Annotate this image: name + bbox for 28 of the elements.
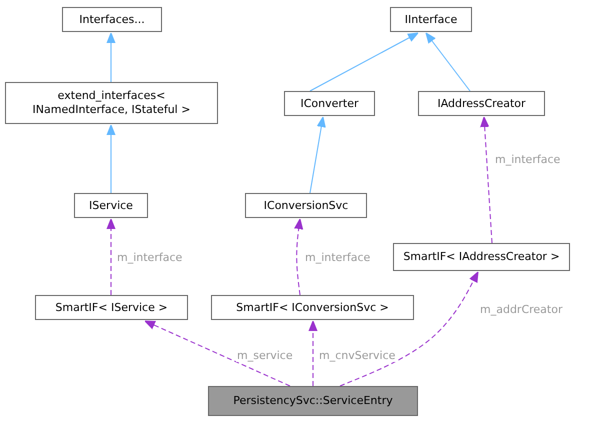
class-box: IAddressCreator [418, 91, 545, 116]
edge-label: m_addrCreator [479, 303, 564, 316]
arrow [310, 116, 326, 194]
class-box: IConversionSvc [245, 193, 367, 218]
dashed-arrow [308, 320, 318, 386]
edge-label: m_interface [304, 251, 372, 264]
class-box: IService [74, 193, 148, 218]
dashed-arrow [144, 320, 290, 386]
class-box: IInterface [390, 7, 472, 32]
edge-label: m_service [236, 349, 294, 362]
arrow [310, 32, 418, 92]
class-box: PersistencySvc::ServiceEntry [208, 386, 418, 416]
class-box: IConverter [284, 91, 375, 116]
class-box: SmartIF< IService > [35, 295, 188, 320]
dashed-arrow [294, 218, 304, 296]
edge-label: m_cnvService [318, 349, 396, 362]
arrow [106, 32, 116, 82]
edge-label: m_interface [494, 153, 562, 166]
dashed-arrow [340, 272, 478, 386]
edge-label: m_interface [116, 251, 184, 264]
arrow [426, 32, 470, 92]
dashed-arrow [106, 218, 116, 296]
class-box: SmartIF< IConversionSvc > [211, 295, 414, 320]
arrow [106, 124, 116, 194]
class-box: extend_interfaces< INamedInterface, IStateful > [5, 82, 218, 124]
class-box: Interfaces... [62, 7, 162, 32]
dashed-arrow [480, 116, 492, 244]
class-box: SmartIF< IAddressCreator > [393, 243, 570, 271]
